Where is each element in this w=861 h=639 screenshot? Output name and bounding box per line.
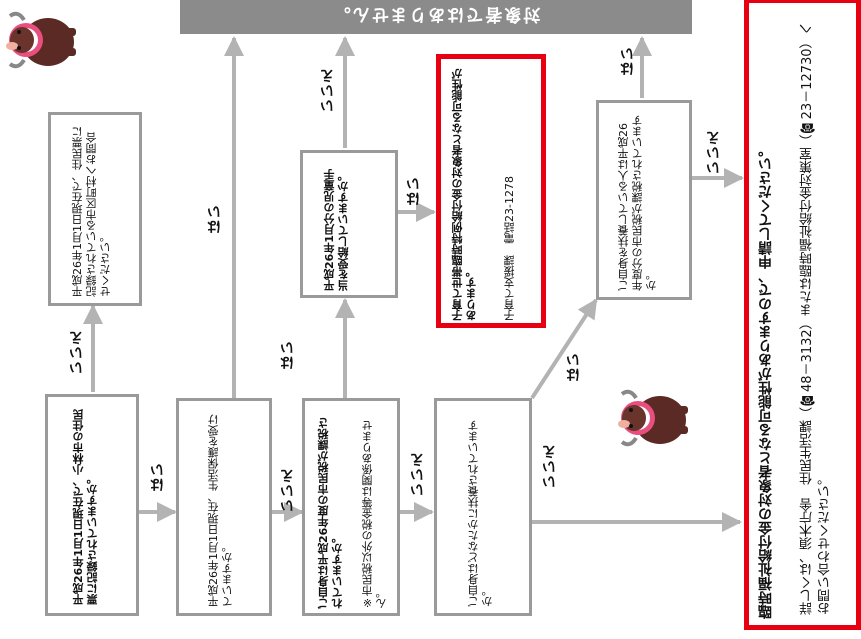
question-resident-box: 平成26年1月1日現在で、小林市の住民票に記録されていますか。 <box>45 394 139 616</box>
question-child-allowance-text: 平成26年1月分の児童手当を受給していますか。 <box>323 169 350 291</box>
label-yes-q6: はい <box>620 46 636 76</box>
label-yes-q5: はい <box>406 176 422 206</box>
question-supporter-tax-text: ご自身を扶養している人は平成26年度分の市民税が課税されていますか。 <box>617 115 658 291</box>
question-welfare-text: 平成26年1月1日現在、生活保護を受けていますか。 <box>207 414 234 607</box>
contact-municipality-box: 平成26年1月1日現在で、住民票に記録されている市区町村へお問合せください。 <box>48 112 142 306</box>
question-tax-note: ※市民税以外の税金等は関係ありません。 <box>361 420 388 609</box>
question-child-allowance-box: 平成26年1月分の児童手当を受給していますか。 <box>300 150 398 298</box>
label-no-q2: いいえ <box>280 468 296 513</box>
label-no-q1: いいえ <box>69 330 85 375</box>
welfare-benefit-result-text: 臨時福祉給付金の対象者となる可能性がありますので、申請してください。 <box>758 143 774 619</box>
label-no-q4: いいえ <box>542 444 558 489</box>
label-yes-q3: はい <box>280 340 296 370</box>
label-no-q6: いいえ <box>706 130 722 175</box>
question-dependent-text: ご自身はどなたかに扶養されていますか。 <box>467 420 494 607</box>
label-yes-q4: はい <box>566 352 582 382</box>
welfare-benefit-result-box: 臨時福祉給付金の対象者となる可能性がありますので、申請してください。 詳しくは、… <box>744 0 861 630</box>
cow-mascot-icon <box>6 11 76 69</box>
child-rearing-benefit-text: 子育て世帯臨時特例給付金の対象者となる可能性があります。 <box>451 68 478 321</box>
question-tax-text: ご自身は平成26年度の市民税が課税されていますか。 <box>317 417 344 609</box>
arrow-q4-to-q6 <box>530 298 598 400</box>
question-resident-text: 平成26年1月1日現在で、小林市の住民票に記録されていますか。 <box>72 409 99 605</box>
question-supporter-tax-box: ご自身を扶養している人は平成26年度分の市民税が課税されていますか。 <box>596 100 692 300</box>
question-dependent-box: ご自身はどなたかに扶養されていますか。 <box>434 398 532 616</box>
cow-mascot-icon <box>618 389 688 447</box>
label-no-q3: いいえ <box>410 452 426 497</box>
not-eligible-bar: 対象者ではありません。 <box>180 0 692 34</box>
child-rearing-benefit-box: 子育て世帯臨時特例給付金の対象者となる可能性があります。 子育て支援課 電話23… <box>436 54 546 328</box>
not-eligible-text: 対象者ではありません。 <box>331 4 541 24</box>
question-welfare-box: 平成26年1月1日現在、生活保護を受けていますか。 <box>176 398 272 616</box>
label-yes-q1: はい <box>150 462 166 492</box>
child-rearing-contact: 子育て支援課 電話23-1278 <box>503 176 516 321</box>
welfare-benefit-contact-text: 詳しくは、須木庁舎 住民生活課（☎48－3132）または臨時福祉給付金対策室（☎… <box>800 22 833 615</box>
label-yes-q2: はい <box>207 204 223 234</box>
contact-municipality-text: 平成26年1月1日現在で、住民票に記録されている市区町村へお問合せください。 <box>71 126 112 297</box>
question-tax-box: ご自身は平成26年度の市民税が課税されていますか。 ※市民税以外の税金等は関係あ… <box>302 398 400 616</box>
label-no-q5: いいえ <box>320 68 336 113</box>
